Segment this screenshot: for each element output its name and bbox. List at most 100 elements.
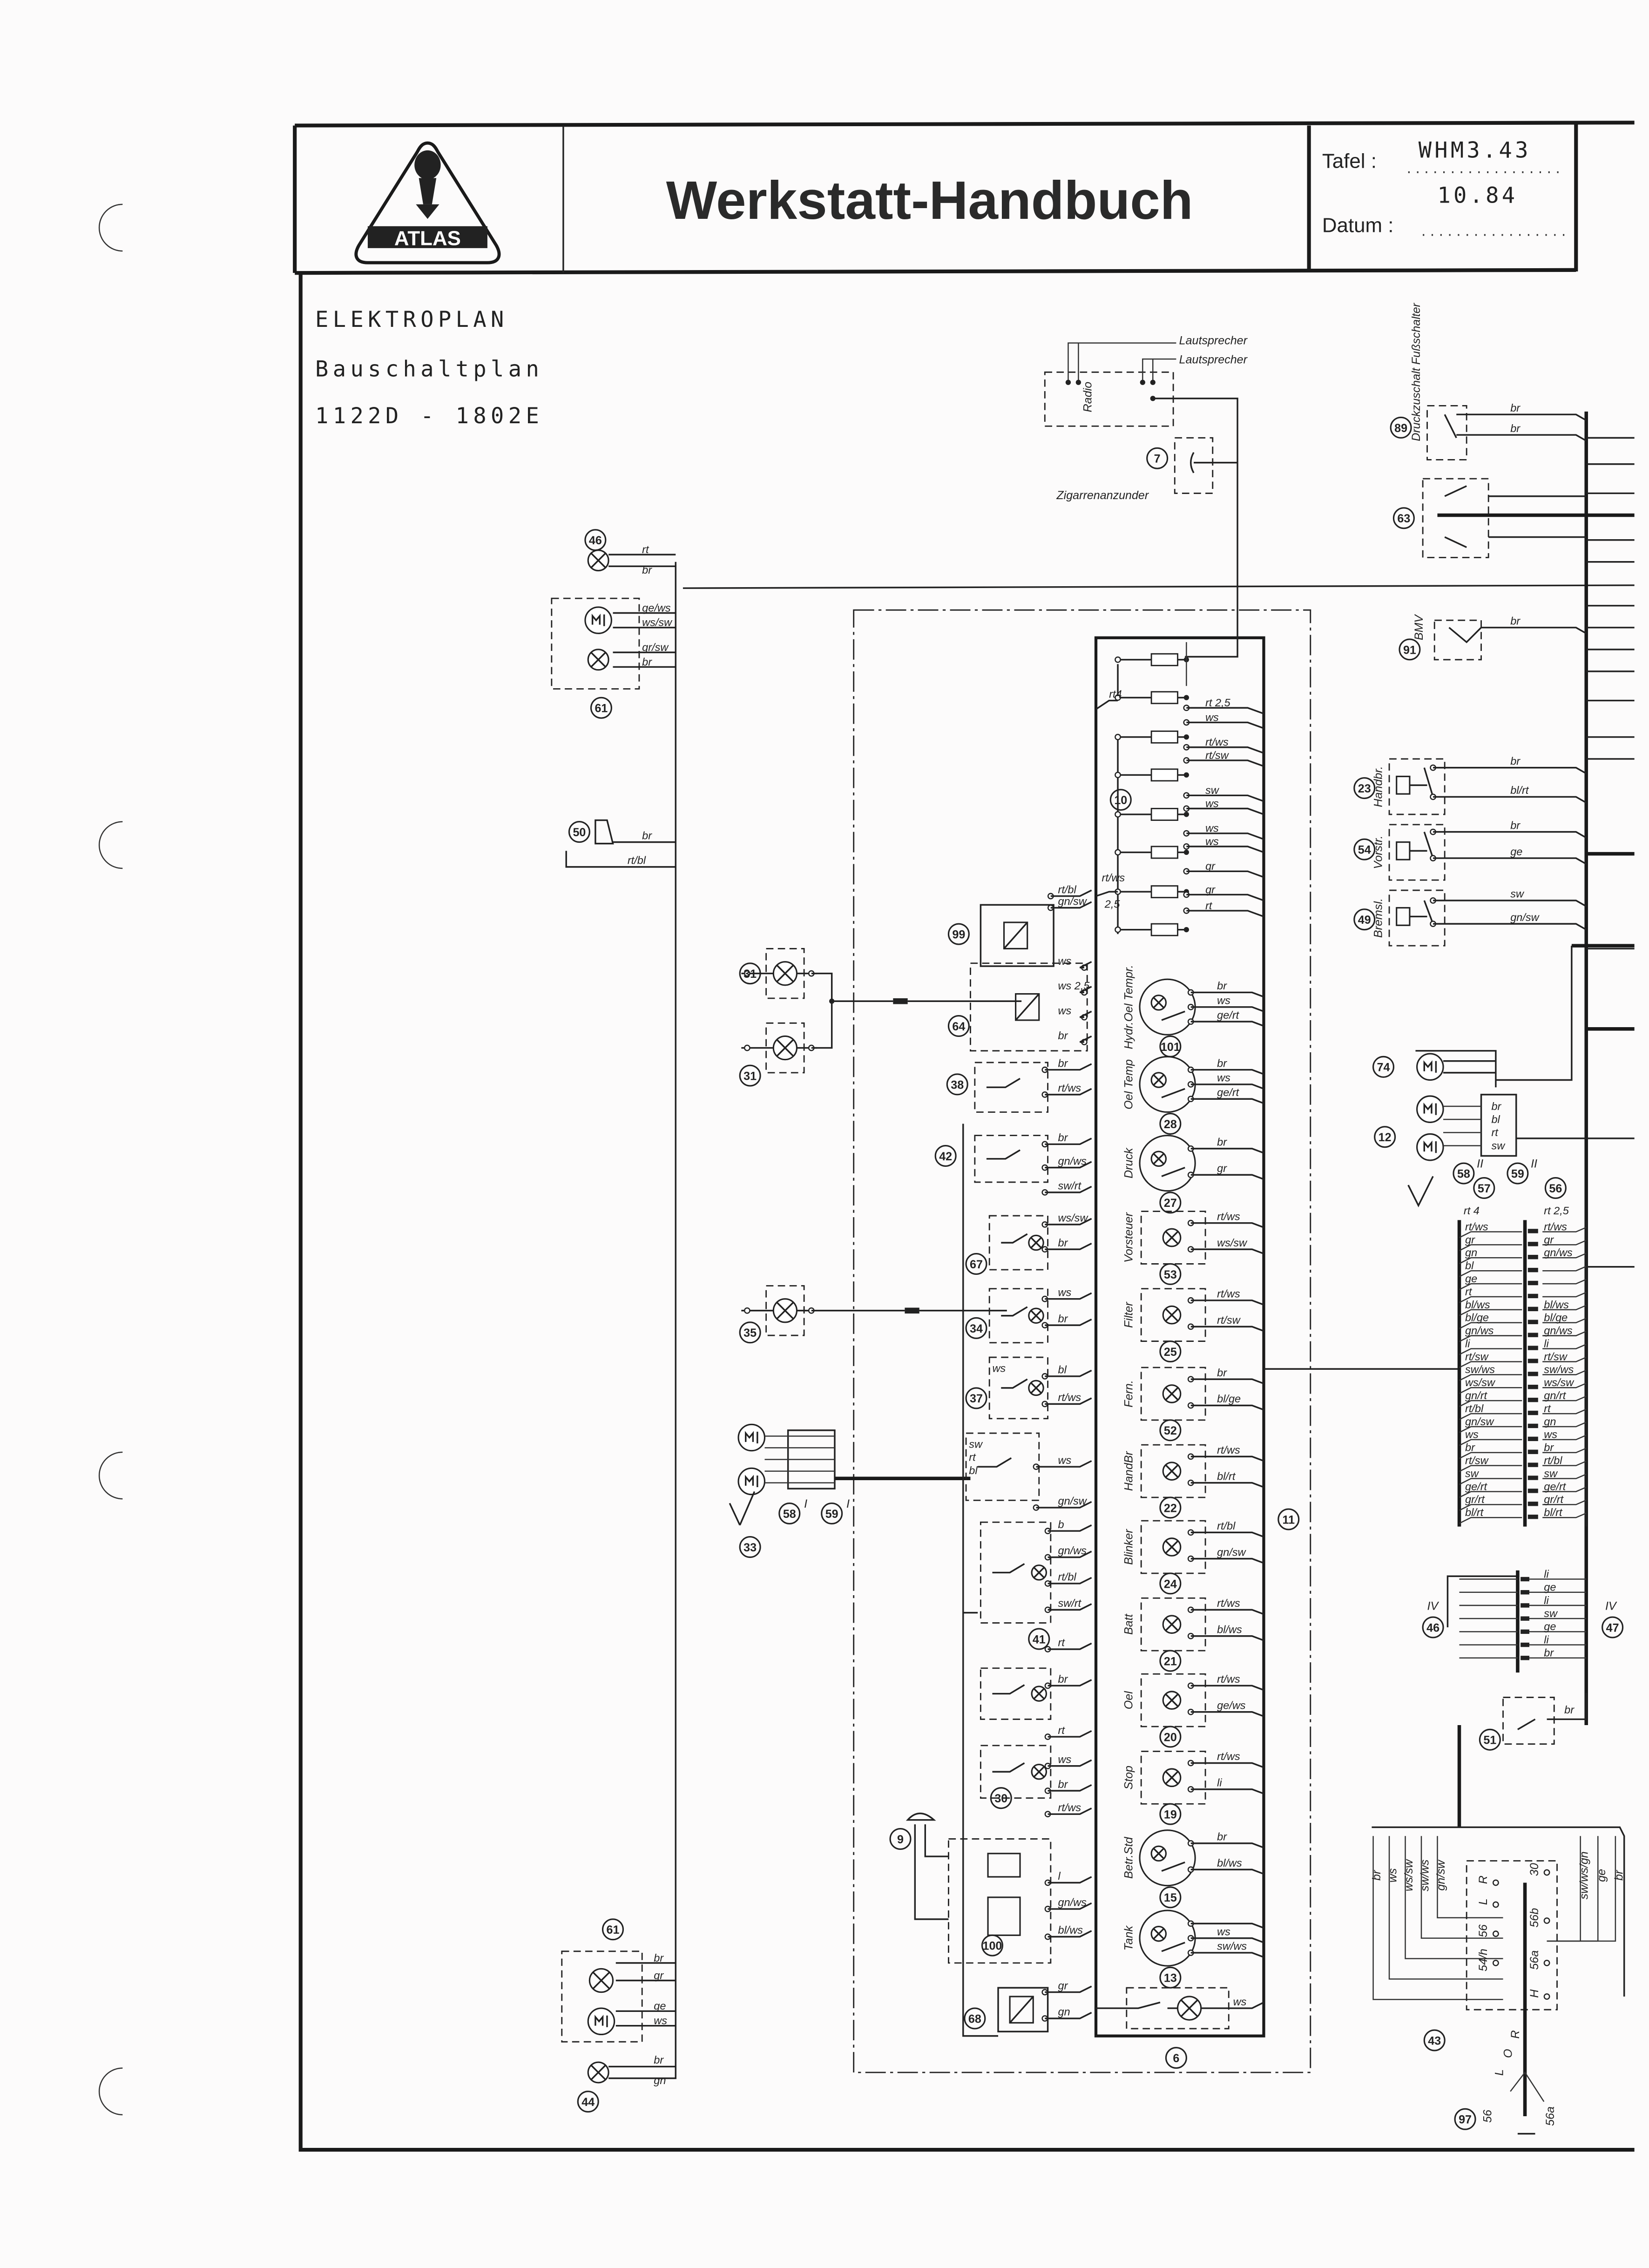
component-number-circle (1353, 777, 1376, 799)
wire (1433, 900, 1587, 907)
ground-symbol (1407, 1176, 1434, 1207)
lamp-cross (590, 553, 606, 569)
wire (1415, 946, 1573, 1088)
instrument-wire-label: ge/rt (1217, 1009, 1239, 1021)
component-number: 27 (1164, 1197, 1177, 1210)
instrument-wire (1190, 1531, 1264, 1538)
connector-row (1542, 1369, 1587, 1375)
wire (1433, 857, 1587, 865)
fuse-output-label: rt (1205, 900, 1213, 912)
connector-pin (1527, 1436, 1538, 1441)
component-number: 54 (1358, 844, 1371, 857)
instrument-wire-label: ws (1217, 995, 1230, 1007)
terminal (1492, 1930, 1499, 1937)
component-number-circle (1479, 1728, 1501, 1751)
wire-color-label: rt/ws (1058, 1391, 1081, 1403)
wire (1045, 1292, 1092, 1300)
motor-symbol-icon (745, 1431, 758, 1444)
wire (1045, 1985, 1092, 1993)
connector-left-label: gn/rt (1465, 1389, 1487, 1401)
connector-left-label: gn/ws (1465, 1325, 1494, 1337)
connector-pin (1527, 1255, 1538, 1259)
connector-row (1459, 1374, 1522, 1381)
terminal (1543, 1993, 1550, 2000)
wire (1444, 485, 1587, 548)
lamp-cross (1165, 1540, 1179, 1554)
instrument-label: Oel Temp (1122, 1059, 1135, 1110)
lamp-cross (776, 1302, 794, 1320)
component-number-circle (1028, 1628, 1050, 1650)
connector-left-label: rt/sw (1465, 1350, 1489, 1362)
instrument-wire-label: ws (1217, 1072, 1230, 1084)
connector-left-label: br (1465, 1442, 1475, 1454)
wire-color-label: sw (1491, 1139, 1506, 1151)
connector-left-label: ge (1465, 1273, 1477, 1285)
component-number-circle (1602, 1616, 1624, 1638)
component-number: 63 (1397, 512, 1410, 525)
title-block: ATLAS Werkstatt-Handbuch Tafel : WHM3.43… (293, 121, 1635, 275)
wire-color-label: gn/sw (1434, 1859, 1447, 1890)
punch-holes (98, 203, 123, 2116)
connector-left-label: gn/sw (1465, 1415, 1494, 1428)
fuse-output-wire (1186, 794, 1264, 802)
component-number-circle (1159, 1886, 1182, 1909)
fuse-icon (1150, 846, 1178, 859)
switch-icon (978, 1457, 1012, 1468)
connector-left-label: rt (1465, 1286, 1473, 1298)
component-number: 97 (1459, 2113, 1472, 2126)
wire-color-label: br (654, 1952, 664, 1964)
instrument-label: Vorsteuer (1122, 1212, 1135, 1263)
side-wire-label: ws (992, 1362, 1006, 1374)
component-number: 67 (970, 1258, 983, 1271)
switch-icon (992, 1684, 1025, 1695)
tafel-value: WHM3.43 (1419, 138, 1531, 163)
connector-row (1542, 1422, 1587, 1428)
terminal-label: O (1501, 2049, 1514, 2058)
component-number: 9 (897, 1833, 904, 1846)
wire (1036, 1501, 1092, 1509)
wire-color-label: ge (1544, 1581, 1556, 1593)
wire (1446, 1575, 1518, 1627)
fuse-output-wire (1186, 707, 1264, 715)
component-number: 61 (607, 1923, 620, 1936)
wire (1517, 1693, 1587, 1730)
lamp-icon (1150, 1845, 1167, 1862)
switch-label: Druckzuschalt Fußschalter (1410, 302, 1423, 441)
instrument-wire-label: sw/ws (1217, 1940, 1247, 1952)
connector-right-label: li (1544, 1337, 1549, 1349)
wire (1079, 1010, 1092, 1018)
wire-color-label: rt (1491, 1126, 1499, 1138)
plan-models: 1122D - 1802E (315, 403, 543, 429)
wire (1420, 1836, 1503, 1939)
connector-left-label: li (1465, 1337, 1470, 1349)
fuse-output-label: ws (1205, 835, 1219, 847)
lamp-icon (587, 549, 609, 572)
component-number: 43 (1428, 2034, 1441, 2047)
wire-color-label: rt (642, 543, 649, 555)
title-block-border (295, 121, 1635, 128)
wire-color-label: li (1544, 1633, 1549, 1645)
wire-color-label: ws (1386, 1868, 1399, 1882)
lamp-icon (1162, 1305, 1182, 1325)
lamp-icon (588, 1968, 614, 1993)
connector-right-label: gn/rt (1544, 1389, 1566, 1401)
connector-row (1542, 1266, 1587, 1272)
side-wire-label: rt (969, 1451, 976, 1463)
lamp-icon (1031, 1686, 1048, 1702)
wire-color-label: gr (1058, 1979, 1068, 1991)
instrument-wire-label: br (1217, 1367, 1227, 1379)
connector-pin (1521, 1603, 1529, 1608)
wire (1048, 1759, 1092, 1767)
radio-feed-wire (1153, 397, 1238, 658)
instrument-wire (1190, 1711, 1264, 1717)
junction-dot (1183, 927, 1189, 933)
component-number: 31 (743, 1070, 757, 1083)
instrument-wire (1190, 1685, 1264, 1691)
fuse-output-label: gr (1205, 883, 1216, 895)
fuse-feed-size: 2,5 (1104, 898, 1121, 910)
wire-color-label: br (1058, 1131, 1068, 1144)
wire-color-label: ws/sw (1402, 1859, 1415, 1891)
instrument-label: HandBr (1122, 1450, 1135, 1491)
instrument-wire (1190, 1083, 1264, 1090)
connector-row (1459, 1322, 1522, 1329)
